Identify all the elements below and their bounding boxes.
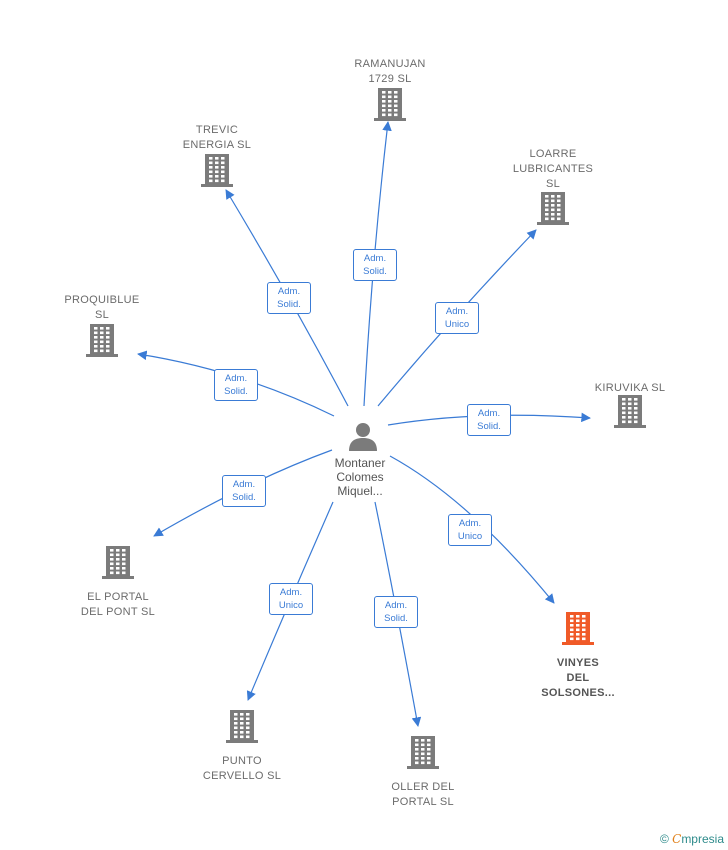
company-label-oller[interactable]: OLLER DEL PORTAL SL: [353, 780, 493, 810]
role-badge-loarre: Adm. Unico: [435, 302, 479, 334]
role-badge-line: Unico: [278, 600, 304, 611]
company-label-line: DEL PONT SL: [80, 606, 156, 618]
center-person-name[interactable]: Montaner Colomes Miquel...: [300, 456, 420, 498]
center-name-line: Miquel...: [337, 484, 383, 498]
building-icon[interactable]: [102, 544, 134, 585]
company-label-line: OLLER DEL: [391, 781, 455, 793]
role-badge-line: Solid.: [224, 386, 248, 397]
role-badge-proquiblue: Adm. Solid.: [214, 369, 258, 401]
role-badge-line: Solid.: [363, 266, 387, 277]
company-label-line: LUBRICANTES: [512, 163, 594, 175]
role-badge-line: Adm.: [279, 587, 303, 598]
role-badge-line: Unico: [457, 531, 483, 542]
role-badge-line: Adm.: [224, 373, 248, 384]
company-label-line: LOARRE: [529, 148, 577, 160]
role-badge-line: Solid.: [277, 299, 301, 310]
company-label-line: RAMANUJAN: [354, 58, 426, 70]
role-badge-line: Adm.: [384, 600, 408, 611]
building-icon[interactable]: [374, 86, 406, 127]
company-label-line: TREVIC: [195, 124, 239, 136]
role-badge-elportal: Adm. Solid.: [222, 475, 266, 507]
company-label-vinyes[interactable]: VINYES DEL SOLSONES...: [508, 656, 648, 701]
role-badge-line: Adm.: [232, 479, 256, 490]
building-icon[interactable]: [562, 610, 594, 651]
company-label-line: PROQUIBLUE: [64, 294, 140, 306]
company-label-elportal[interactable]: EL PORTAL DEL PONT SL: [48, 590, 188, 620]
company-label-line: 1729 SL: [368, 73, 412, 85]
role-badge-line: Solid.: [477, 421, 501, 432]
company-label-punto[interactable]: PUNTO CERVELLO SL: [172, 754, 312, 784]
role-badge-line: Adm.: [363, 253, 387, 264]
role-badge-vinyes: Adm. Unico: [448, 514, 492, 546]
company-label-line: ENERGIA SL: [182, 139, 252, 151]
building-icon[interactable]: [537, 190, 569, 231]
company-label-line: SL: [94, 309, 110, 321]
building-icon[interactable]: [407, 734, 439, 775]
brand-footer: © Cmpresia: [660, 832, 724, 846]
role-badge-line: Adm.: [445, 306, 469, 317]
company-label-line: EL PORTAL: [87, 591, 149, 603]
person-icon[interactable]: [348, 421, 378, 456]
company-label-line: PORTAL SL: [392, 796, 454, 808]
building-icon[interactable]: [86, 322, 118, 363]
building-icon[interactable]: [226, 708, 258, 749]
company-label-line: PUNTO: [222, 755, 262, 767]
role-badge-line: Unico: [444, 319, 470, 330]
company-label-loarre[interactable]: LOARRE LUBRICANTES SL: [483, 147, 623, 192]
role-badge-line: Solid.: [384, 613, 408, 624]
building-icon[interactable]: [201, 152, 233, 193]
company-label-line: DEL: [566, 672, 590, 684]
center-name-line: Montaner: [334, 456, 386, 470]
company-label-line: KIRUVIKA SL: [594, 382, 666, 394]
role-badge-line: Adm.: [277, 286, 301, 297]
role-badge-line: Adm.: [458, 518, 482, 529]
company-label-ramanujan[interactable]: RAMANUJAN 1729 SL: [320, 57, 460, 87]
company-label-line: VINYES: [556, 657, 600, 669]
company-label-proquiblue[interactable]: PROQUIBLUE SL: [32, 293, 172, 323]
company-label-trevic[interactable]: TREVIC ENERGIA SL: [147, 123, 287, 153]
role-badge-kiruvika: Adm. Solid.: [467, 404, 511, 436]
building-icon[interactable]: [614, 393, 646, 434]
center-name-line: Colomes: [336, 470, 384, 484]
company-label-kiruvika[interactable]: KIRUVIKA SL: [560, 381, 700, 396]
company-label-line: SL: [545, 178, 561, 190]
role-badge-oller: Adm. Solid.: [374, 596, 418, 628]
copyright-symbol: ©: [659, 832, 669, 846]
role-badge-line: Adm.: [477, 408, 501, 419]
role-badge-line: Solid.: [232, 492, 256, 503]
brand-initial: C: [672, 832, 682, 846]
role-badge-trevic: Adm. Solid.: [267, 282, 311, 314]
company-label-line: SOLSONES...: [541, 687, 615, 699]
role-badge-ramanujan: Adm. Solid.: [353, 249, 397, 281]
role-badge-punto: Adm. Unico: [269, 583, 313, 615]
company-label-line: CERVELLO SL: [202, 770, 282, 782]
brand-name: mpresia: [681, 832, 724, 846]
